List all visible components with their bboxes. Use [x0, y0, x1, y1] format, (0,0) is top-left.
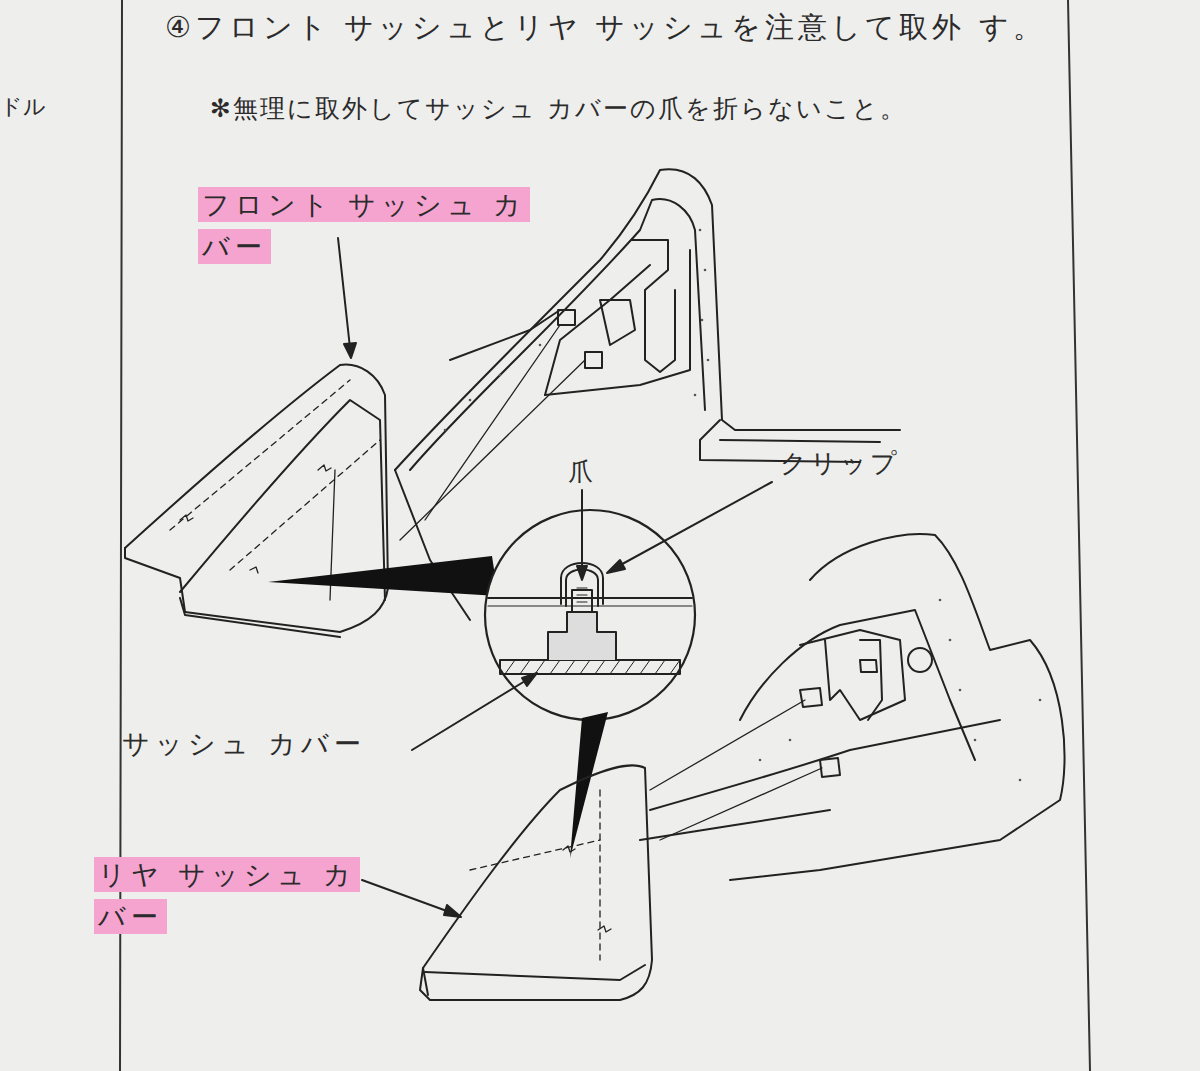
part-label: サッシュ カバー	[122, 726, 442, 762]
part-label-text: 爪	[568, 457, 593, 486]
part-label: クリップ	[780, 446, 950, 481]
step-instruction: ④フロント サッシュとリヤ サッシュを注意して取外 す。	[165, 8, 1115, 47]
part-label-text: クリップ	[780, 448, 900, 478]
part-label: リヤ サッシュ カバー	[94, 854, 384, 938]
part-label-text: リヤ サッシュ カバー	[94, 857, 360, 934]
part-label: 爪	[568, 455, 608, 489]
caution-note: ✻無理に取外してサッシュ カバーの爪を折らないこと。	[210, 92, 1070, 126]
part-label: フロント サッシュ カバー	[198, 184, 528, 268]
caution-note-text: ✻無理に取外してサッシュ カバーの爪を折らないこと。	[210, 94, 907, 123]
part-label-text: フロント サッシュ カバー	[198, 187, 530, 264]
step-instruction-text: ④フロント サッシュとリヤ サッシュを注意して取外 す。	[165, 10, 1046, 44]
cut-off-text: ドル	[0, 92, 70, 122]
cut-off-text-text: ドル	[0, 94, 46, 119]
part-label-text: サッシュ カバー	[122, 728, 366, 759]
